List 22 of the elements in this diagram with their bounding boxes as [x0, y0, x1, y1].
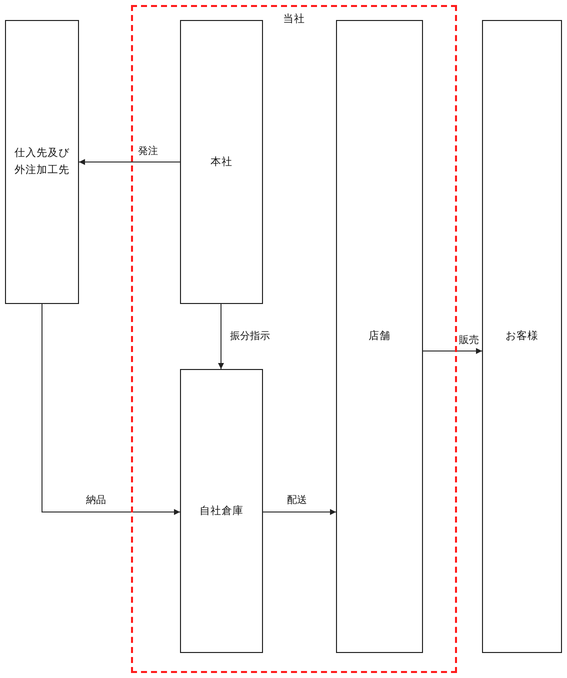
- arrow: [218, 304, 224, 370]
- edge-label: 振分指示: [229, 331, 271, 343]
- process-box: [180, 369, 263, 653]
- edge-label: 販売: [458, 335, 480, 347]
- edge-label: 発注: [137, 146, 159, 158]
- process-box: [5, 20, 79, 304]
- node-label: 本社: [210, 154, 232, 170]
- node-label: お客様: [506, 329, 538, 344]
- dashed-group-frame: [131, 5, 457, 673]
- node-label: 自社倉庫: [200, 504, 244, 519]
- node-label: 当社: [283, 12, 305, 27]
- arrow: [262, 509, 336, 515]
- edge-label: 配送: [286, 495, 308, 507]
- arrow: [78, 159, 180, 165]
- edge-label: 納品: [85, 495, 107, 507]
- node-label: 店舗: [368, 329, 390, 344]
- arrow: [42, 304, 180, 515]
- node-label: 仕入先及び外注加工先: [14, 146, 70, 178]
- arrow: [422, 348, 482, 354]
- process-box: [180, 20, 263, 304]
- process-box: [336, 20, 423, 653]
- process-box: [482, 20, 562, 653]
